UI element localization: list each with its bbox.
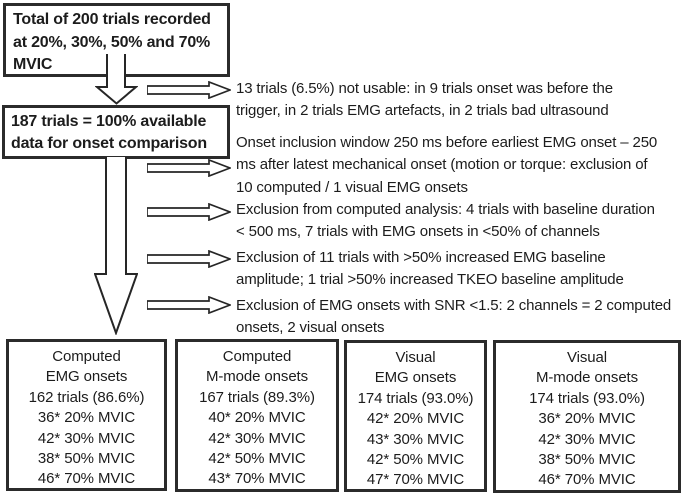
available-data-line: data for onset comparison — [11, 135, 207, 152]
exclusion-notes: 13 trials (6.5%) not usable: in 9 trials… — [236, 78, 685, 339]
computed-emg-onsets-box: Computed EMG onsets 162 trials (86.6%) 3… — [6, 339, 167, 491]
outcome-line: 162 trials (86.6%) — [28, 388, 145, 406]
exclusion-note-snr: Exclusion of EMG onsets with SNR <1.5: 2… — [236, 295, 685, 340]
total-trials-line: Total of 200 trials recorded — [13, 11, 211, 28]
computed-mmode-onsets-box: Computed M-mode onsets 167 trials (89.3%… — [175, 339, 339, 492]
outcome-line: 36* 20% MVIC — [538, 410, 636, 428]
note-line: Onset inclusion window 250 ms before ear… — [236, 133, 658, 151]
note-line: trigger, in 2 trials EMG artefacts, in 2… — [236, 102, 609, 120]
down-arrow-icon — [95, 54, 138, 105]
right-arrow-icon — [147, 81, 231, 99]
outcome-line: 42* 30% MVIC — [538, 430, 636, 448]
note-line: Exclusion of 11 trials with >50% increas… — [236, 248, 606, 266]
outcome-line: 38* 50% MVIC — [538, 451, 636, 469]
outcome-line: 46* 70% MVIC — [37, 470, 136, 488]
outcome-line: 167 trials (89.3%) — [199, 388, 315, 406]
note-line: onsets, 2 visual onsets — [236, 319, 385, 337]
total-trials-line: at 20%, 30%, 50% and 70% — [13, 33, 211, 51]
outcome-line: 42* 50% MVIC — [208, 450, 306, 468]
available-data-line: 187 trials = 100% available — [11, 113, 207, 130]
outcome-line: 43* 30% MVIC — [366, 430, 465, 448]
note-line: Exclusion from computed analysis: 4 tria… — [236, 201, 655, 219]
outcome-line: 46* 70% MVIC — [538, 471, 636, 489]
outcome-line: 42* 30% MVIC — [208, 429, 306, 447]
exclusion-note-computed-analysis: Exclusion from computed analysis: 4 tria… — [236, 199, 685, 244]
note-line: 13 trials (6.5%) not usable: in 9 trials… — [236, 80, 613, 97]
total-trials-line: MVIC — [13, 56, 53, 73]
exclusion-note-inclusion-window: Onset inclusion window 250 ms before ear… — [236, 132, 685, 199]
outcome-line: EMG onsets — [374, 369, 457, 387]
outcome-line: Computed — [52, 348, 121, 365]
outcome-line: 40* 20% MVIC — [208, 409, 306, 427]
right-arrow-icon — [147, 159, 231, 177]
outcome-line: 47* 70% MVIC — [366, 471, 465, 489]
outcome-line: Visual — [567, 349, 607, 366]
exclusion-note-not-usable: 13 trials (6.5%) not usable: in 9 trials… — [236, 78, 685, 123]
outcome-line: Visual — [395, 349, 436, 366]
outcome-line: 42* 30% MVIC — [37, 429, 136, 447]
outcome-line: 42* 50% MVIC — [366, 451, 465, 469]
exclusion-note-baseline-amplitude: Exclusion of 11 trials with >50% increas… — [236, 247, 685, 292]
note-line: 10 computed / 1 visual EMG onsets — [236, 178, 468, 196]
outcome-line: 42* 20% MVIC — [366, 410, 465, 428]
visual-mmode-onsets-box: Visual M-mode onsets 174 trials (93.0%) … — [493, 340, 681, 493]
outcome-line: M-mode onsets — [535, 369, 639, 387]
right-arrow-icon — [147, 296, 231, 314]
outcome-line: M-mode onsets — [205, 368, 309, 386]
outcome-line: 174 trials (93.0%) — [357, 389, 474, 407]
note-line: < 500 ms, 7 trials with EMG onsets in <5… — [236, 223, 600, 241]
available-data-box: 187 trials = 100% available data for ons… — [2, 105, 230, 159]
visual-emg-onsets-box: Visual EMG onsets 174 trials (93.0%) 42*… — [344, 340, 487, 492]
right-arrow-icon — [147, 203, 231, 221]
outcome-line: 174 trials (93.0%) — [529, 389, 645, 407]
long-down-arrow-icon — [94, 157, 138, 335]
outcome-line: Computed — [222, 348, 292, 365]
note-line: amplitude; 1 trial >50% increased TKEO b… — [236, 271, 624, 289]
outcome-line: 36* 20% MVIC — [37, 409, 136, 427]
note-line: Exclusion of EMG onsets with SNR <1.5: 2… — [236, 296, 672, 314]
note-line: ms after latest mechanical onset (motion… — [236, 156, 648, 174]
outcome-line: 43* 70% MVIC — [208, 470, 306, 488]
outcome-line: 38* 50% MVIC — [37, 450, 136, 468]
right-arrow-icon — [147, 250, 231, 268]
outcome-line: EMG onsets — [45, 368, 128, 386]
